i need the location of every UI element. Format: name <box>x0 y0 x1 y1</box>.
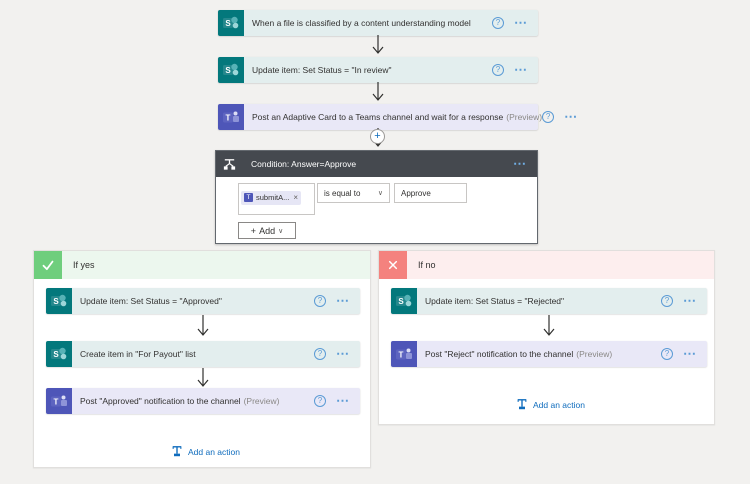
help-icon[interactable]: ? <box>314 395 326 407</box>
x-icon <box>379 251 407 279</box>
svg-text:S: S <box>225 66 231 75</box>
menu-ellipsis-icon[interactable]: ⋯ <box>336 293 350 308</box>
menu-ellipsis-icon[interactable]: ⋯ <box>514 15 528 30</box>
menu-ellipsis-icon[interactable]: ⋯ <box>564 109 579 124</box>
add-action-icon <box>172 446 182 457</box>
teams-icon: T <box>46 388 72 414</box>
connector-arrow <box>371 35 385 57</box>
svg-text:S: S <box>53 297 59 306</box>
menu-ellipsis-icon[interactable]: ⋯ <box>683 293 697 308</box>
plus-icon: + <box>250 225 257 236</box>
add-an-action-link[interactable]: Add an action <box>171 445 240 458</box>
dynamic-content-token[interactable]: T submitA... × <box>241 190 302 205</box>
connector-arrow <box>196 315 210 339</box>
check-icon <box>34 251 62 279</box>
add-an-action-link[interactable]: Add an action <box>516 398 585 411</box>
card-title: Update item: Set Status = "Approved" <box>80 296 222 306</box>
if-yes-header[interactable]: If yes <box>34 251 370 279</box>
condition-icon <box>216 151 242 177</box>
connector-arrow <box>371 82 385 104</box>
preview-tag: (Preview) <box>243 396 280 406</box>
menu-ellipsis-icon[interactable]: ⋯ <box>513 156 527 171</box>
action-card-update-rejected[interactable]: S Update item: Set Status = "Rejected" ?… <box>391 288 707 314</box>
sharepoint-icon: S <box>46 341 72 367</box>
help-icon[interactable]: ? <box>492 64 504 76</box>
card-title: Post "Reject" notification to the channe… <box>425 349 574 359</box>
preview-tag: (Preview) <box>506 112 543 122</box>
help-icon[interactable]: ? <box>314 295 326 307</box>
sharepoint-icon: S <box>46 288 72 314</box>
condition-title: Condition: Answer=Approve <box>251 159 357 169</box>
card-title: Update item: Set Status = "In review" <box>252 65 392 75</box>
action-card-post-adaptive-card[interactable]: T Post an Adaptive Card to a Teams chann… <box>218 104 577 130</box>
operand-value: Approve <box>401 188 431 198</box>
action-card-update-in-review[interactable]: S Update item: Set Status = "In review" … <box>218 57 538 83</box>
card-title: When a file is classified by a content u… <box>252 18 471 28</box>
preview-tag: (Preview) <box>576 349 613 359</box>
menu-ellipsis-icon[interactable]: ⋯ <box>514 62 528 77</box>
help-icon[interactable]: ? <box>492 17 504 29</box>
add-action-label: Add an action <box>533 399 585 410</box>
help-icon[interactable]: ? <box>661 348 673 360</box>
condition-operator-dropdown[interactable]: is equal to ∨ <box>317 183 390 203</box>
token-label: submitA... <box>256 193 290 202</box>
menu-ellipsis-icon[interactable]: ⋯ <box>683 346 697 361</box>
menu-ellipsis-icon[interactable]: ⋯ <box>336 393 350 408</box>
action-card-update-approved[interactable]: S Update item: Set Status = "Approved" ?… <box>46 288 360 314</box>
branch-label: If no <box>418 260 436 270</box>
add-action-icon <box>517 399 527 410</box>
teams-icon: T <box>218 104 244 130</box>
if-no-branch: If no S Update item: Set Status = "Rejec… <box>378 250 715 425</box>
if-yes-branch: If yes S Update item: Set Status = "Appr… <box>33 250 371 468</box>
svg-text:S: S <box>398 297 404 306</box>
token-remove-icon[interactable]: × <box>293 193 299 202</box>
menu-ellipsis-icon[interactable]: ⋯ <box>336 346 350 361</box>
chevron-down-icon: ∨ <box>377 190 383 197</box>
teams-icon: T <box>391 341 417 367</box>
card-title: Post "Approved" notification to the chan… <box>80 396 241 406</box>
condition-block: Condition: Answer=Approve ⋯ T submitA...… <box>215 150 538 244</box>
svg-text:S: S <box>53 350 59 359</box>
condition-left-operand-field[interactable]: T submitA... × <box>238 183 315 215</box>
condition-header[interactable]: Condition: Answer=Approve ⋯ <box>216 151 537 177</box>
sharepoint-icon: S <box>218 10 244 36</box>
help-icon[interactable]: ? <box>542 111 555 123</box>
connector-arrow <box>196 368 210 390</box>
condition-add-button[interactable]: + Add ∨ <box>238 222 296 239</box>
svg-text:T: T <box>54 398 59 407</box>
branch-label: If yes <box>73 260 95 270</box>
svg-text:T: T <box>226 114 231 123</box>
condition-right-operand-input[interactable]: Approve <box>394 183 467 203</box>
trigger-card-file-classified[interactable]: S When a file is classified by a content… <box>218 10 538 36</box>
connector-arrow <box>542 315 556 339</box>
if-no-header[interactable]: If no <box>379 251 714 279</box>
svg-text:S: S <box>225 19 231 28</box>
sharepoint-icon: S <box>218 57 244 83</box>
operator-value: is equal to <box>324 188 361 198</box>
card-title: Create item in "For Payout" list <box>80 349 196 359</box>
insert-step-plus-icon[interactable]: + <box>370 129 385 144</box>
help-icon[interactable]: ? <box>314 348 326 360</box>
action-card-create-item[interactable]: S Create item in "For Payout" list ? ⋯ <box>46 341 360 367</box>
teams-mini-icon: T <box>244 193 253 202</box>
add-action-label: Add an action <box>188 446 240 457</box>
sharepoint-icon: S <box>391 288 417 314</box>
action-card-post-reject[interactable]: T Post "Reject" notification to the chan… <box>391 341 707 367</box>
card-title: Update item: Set Status = "Rejected" <box>425 296 565 306</box>
help-icon[interactable]: ? <box>661 295 673 307</box>
card-title: Post an Adaptive Card to a Teams channel… <box>252 112 504 122</box>
chevron-down-icon: ∨ <box>278 227 284 235</box>
action-card-post-approved[interactable]: T Post "Approved" notification to the ch… <box>46 388 360 414</box>
add-label: Add <box>259 225 276 236</box>
svg-text:T: T <box>399 351 404 360</box>
